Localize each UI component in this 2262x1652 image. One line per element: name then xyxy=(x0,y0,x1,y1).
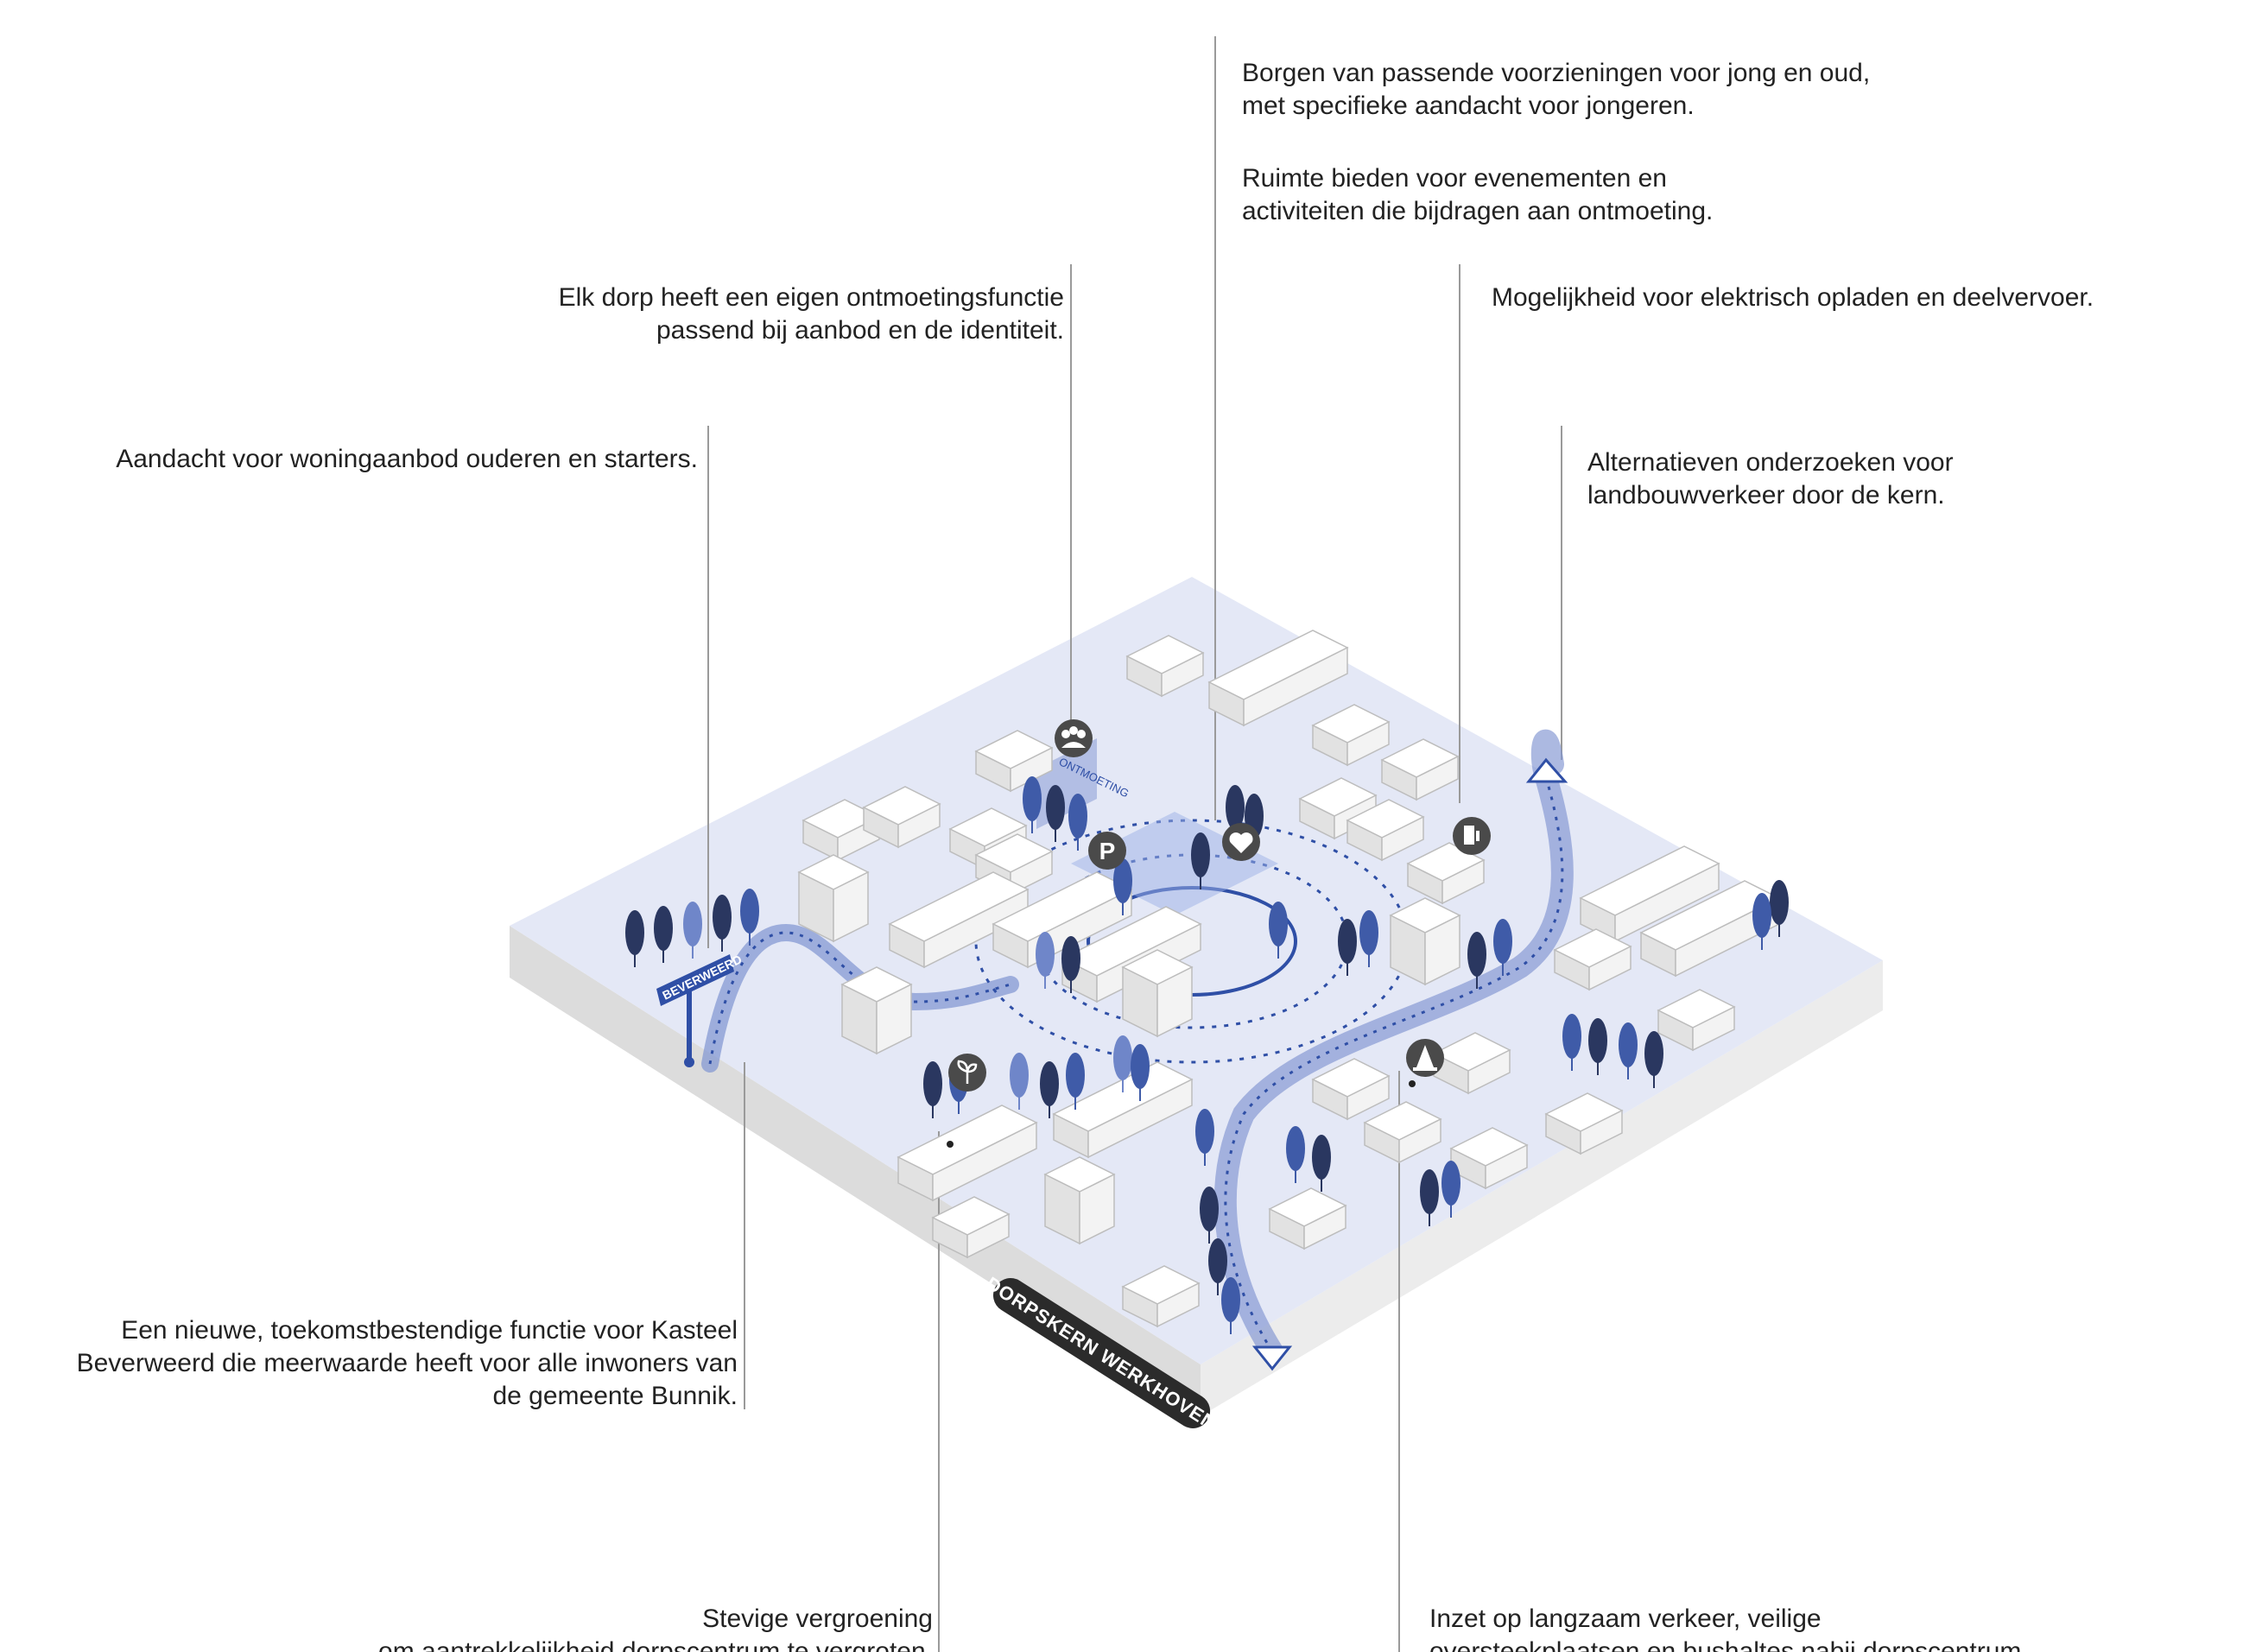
annotation-vergroening: Stevige vergroening om aantrekkelijkheid… xyxy=(378,1603,933,1652)
base-side-right xyxy=(1201,960,1883,1416)
annotation-line: Elk dorp heeft een eigen ontmoetingsfunc… xyxy=(558,283,1064,312)
route-beverweerd-dashes xyxy=(708,931,1011,1065)
building xyxy=(1122,949,1193,1037)
annotation-kasteel: Een nieuwe, toekomstbestendige functie v… xyxy=(77,1314,738,1413)
building xyxy=(1044,1156,1115,1244)
annotation-line: Mogelijkheid voor elektrisch opladen en … xyxy=(1492,283,2094,312)
parking-symbol: P xyxy=(1099,838,1116,864)
annotation-woningaanbod: Aandacht voor woningaanbod ouderen en st… xyxy=(116,443,698,476)
annotation-line: Ruimte bieden voor evenementen en xyxy=(1242,164,1667,193)
annotation-voorzieningen: Borgen van passende voorzieningen voor j… xyxy=(1242,57,1870,123)
building xyxy=(841,966,912,1054)
seedling-icon xyxy=(948,1054,986,1092)
annotation-ontmoetingsfunctie: Elk dorp heeft een eigen ontmoetingsfunc… xyxy=(559,282,1064,347)
annotation-line: Stevige vergroening xyxy=(702,1605,933,1633)
annotation-line: Borgen van passende voorzieningen voor j… xyxy=(1242,59,1871,87)
annotation-line: Beverweerd die meerwaarde heeft voor all… xyxy=(76,1349,738,1377)
annotation-landbouwverkeer: Alternatieven onderzoeken voor landbouwv… xyxy=(1587,446,1954,512)
annotation-opladen: Mogelijkheid voor elektrisch opladen en … xyxy=(1492,282,2094,314)
annotation-line: Aandacht voor woningaanbod ouderen en st… xyxy=(116,445,698,473)
annotation-line: passend bij aanbod en de identiteit. xyxy=(656,316,1064,345)
leader-lines xyxy=(707,36,1562,1652)
heart-icon xyxy=(1222,823,1260,861)
annotation-line: Alternatieven onderzoeken voor xyxy=(1587,448,1954,477)
annotation-line: met specifieke aandacht voor jongeren. xyxy=(1242,92,1695,120)
annotation-line: activiteiten die bijdragen aan ontmoetin… xyxy=(1242,197,1714,225)
parking-icon: P xyxy=(1088,832,1126,870)
people-icon xyxy=(1055,719,1093,757)
routes xyxy=(701,729,1574,1371)
route-arrow-down xyxy=(1251,1345,1293,1371)
annotation-line: Inzet op langzaam verkeer, veilige xyxy=(1429,1605,1822,1633)
annotation-line: om aantrekkelijkheid dorpscentrum te ver… xyxy=(378,1637,933,1652)
annotation-line: Een nieuwe, toekomstbestendige functie v… xyxy=(121,1316,738,1345)
annotation-line: oversteekplaatsen en bushaltes nabij dor… xyxy=(1429,1637,2029,1652)
annotation-line: landbouwverkeer door de kern. xyxy=(1587,481,1945,510)
building xyxy=(1390,897,1460,985)
building xyxy=(798,854,869,942)
route-arrow-up xyxy=(1525,757,1568,783)
charging-station-icon xyxy=(1453,817,1491,855)
annotation-line: de gemeente Bunnik. xyxy=(492,1382,738,1410)
annotation-langzaam-verkeer: Inzet op langzaam verkeer, veilige overs… xyxy=(1429,1603,2029,1652)
traffic-cone-icon xyxy=(1406,1039,1444,1077)
annotation-evenementen: Ruimte bieden voor evenementen en activi… xyxy=(1242,162,1713,228)
